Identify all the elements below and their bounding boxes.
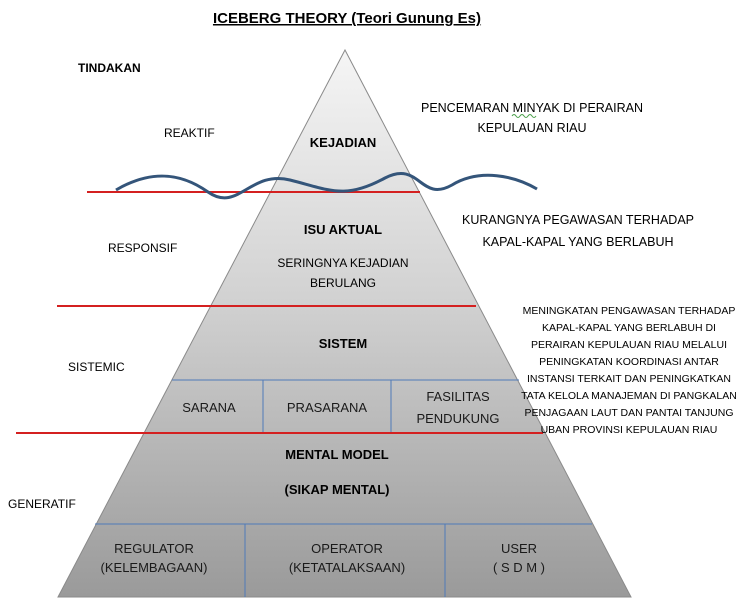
level-isu-aktual: ISU AKTUAL — [304, 222, 382, 237]
cell-user-line1: USER — [501, 541, 537, 556]
note-sistem-line: KAPAL-KAPAL YANG BERLABUH DI — [542, 322, 716, 334]
cell-regulator-line1: REGULATOR — [114, 541, 194, 556]
iceberg-pyramid — [57, 48, 632, 598]
cell-fasilitas-line1: FASILITAS — [426, 389, 490, 404]
water-wave — [115, 172, 538, 200]
diagram-title: ICEBERG THEORY (Teori Gunung Es) — [213, 10, 481, 27]
isu-desc-line1: SERINGNYA KEJADIAN — [277, 256, 408, 270]
note-sistem-line: PERAIRAN KEPULAUAN RIAU MELALUI — [531, 339, 727, 351]
note-isu-line2: KAPAL-KAPAL YANG BERLABUH — [482, 235, 673, 249]
level-sistem: SISTEM — [319, 336, 367, 351]
note-sistem: MENINGKATAN PENGAWASAN TERHADAP KAPAL-KA… — [521, 305, 737, 436]
action-reaktif: REAKTIF — [164, 126, 215, 140]
note-sistem-line: INSTANSI TERKAIT DAN PENINGKATKAN — [527, 373, 731, 385]
note-sistem-line: UBAN PROVINSI KEPULAUAN RIAU — [541, 424, 718, 436]
sistem-grid — [172, 379, 519, 433]
action-sistemic: SISTEMIC — [68, 360, 125, 374]
note-sistem-line: PENINGKATAN KOORDINASI ANTAR — [539, 356, 719, 368]
level-kejadian: KEJADIAN — [310, 135, 376, 150]
cell-prasarana: PRASARANA — [287, 400, 368, 415]
cell-fasilitas-line2: PENDUKUNG — [416, 411, 499, 426]
action-generatif: GENERATIF — [8, 497, 76, 511]
isu-desc-line2: BERULANG — [310, 276, 376, 290]
tindakan-heading: TINDAKAN — [78, 61, 141, 75]
cell-user-line2: ( S D M ) — [493, 560, 545, 575]
note-sistem-line: TATA KELOLA MANAJEMAN DI PANGKALAN — [521, 390, 737, 402]
spellcheck-squiggle — [511, 114, 537, 118]
cell-sarana: SARANA — [182, 400, 236, 415]
cell-operator-line1: OPERATOR — [311, 541, 383, 556]
note-sistem-line: MENINGKATAN PENGAWASAN TERHADAP — [523, 305, 736, 317]
cell-operator-line2: (KETATALAKSAAN) — [289, 560, 405, 575]
cell-regulator-line2: (KELEMBAGAAN) — [101, 560, 208, 575]
level-sikap-mental: (SIKAP MENTAL) — [285, 482, 390, 497]
note-sistem-line: PENJAGAAN LAUT DAN PANTAI TANJUNG — [524, 407, 733, 419]
mental-grid — [95, 523, 592, 597]
note-kejadian-line2: KEPULAUAN RIAU — [477, 121, 586, 135]
note-kejadian-line1: PENCEMARAN MINYAK DI PERAIRAN — [421, 101, 643, 115]
note-isu-line1: KURANGNYA PEGAWASAN TERHADAP — [462, 213, 694, 227]
action-responsif: RESPONSIF — [108, 241, 177, 255]
level-mental-model: MENTAL MODEL — [285, 447, 389, 462]
